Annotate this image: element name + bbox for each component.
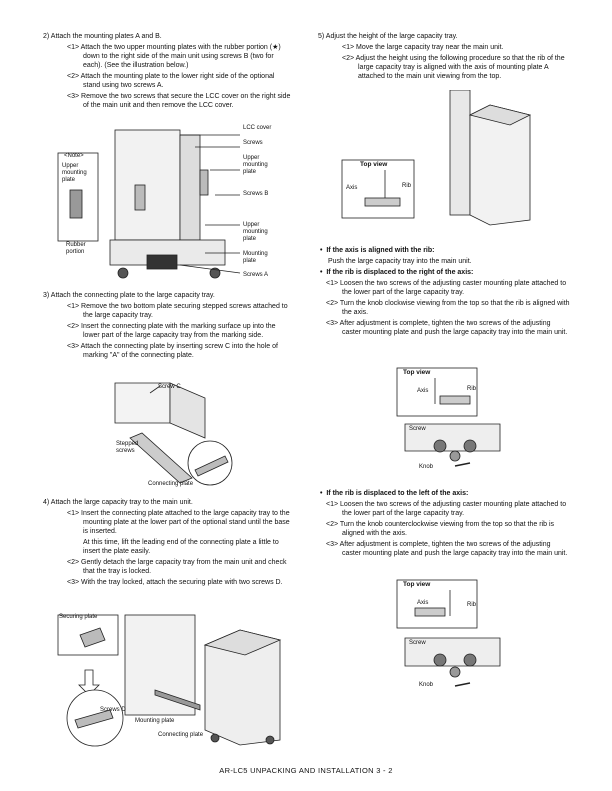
height-adjust-illustration [341,89,532,226]
left-case-heading: • If the rib is displaced to the left of… [320,490,469,497]
label-screws-a: Screws A [243,272,269,278]
step-3-2: <2> Insert the connecting plate with the… [67,323,276,339]
page-footer: AR-LC5 UNPACKING AND INSTALLATION 3 - 2 [219,766,393,775]
label-mounting-plate-2: Mounting plate [135,718,175,724]
step-4-heading: 4) Attach the large capacity tray to the… [43,499,193,506]
step-3-heading: 3) Attach the connecting plate to the la… [43,292,215,299]
label-rib: Rib [402,183,412,189]
label-lcc-cover: LCC cover [243,125,272,131]
label-top-view-2: Top view [403,369,431,376]
figure-height-adjust: Top view Axis Rib [340,89,540,230]
left-case-1: <1> Loosen the two screws of the adjusti… [326,501,567,517]
label-top-view: Top view [360,161,388,168]
label-rubber-portion: Rubber portion [66,242,86,255]
label-connecting-plate-2: Connecting plate [158,732,204,738]
rib-right-illustration [396,367,501,467]
label-screws-d: Screws D [100,707,126,713]
figure-connecting-plate: Screw C Stepped screws Connecting plate [110,378,240,490]
figure-rib-left: Top view Axis Rib Screw Knob [395,578,505,693]
step-4-1: <1> Insert the connecting plate attached… [67,510,290,535]
step-3-1: <1> Remove the two bottom plate securing… [67,303,288,319]
section-5-text: 5) Adjust the height of the large capaci… [318,32,570,83]
label-upper-plate: Upper mounting plate [243,155,268,175]
label-note: <Note> [64,153,84,159]
label-screw-c: Screw C [158,384,181,390]
label-top-view-3: Top view [403,581,431,588]
label-axis-3: Axis [417,600,429,606]
label-note-upper-plate: Upper mounting plate [62,163,87,183]
right-case-3: <3> After adjustment is complete, tighte… [326,320,568,336]
step-2-2: <2> Attach the mounting plate to the low… [67,73,275,89]
figure-rib-right: Top view Axis Rib Screw Knob [395,366,505,474]
right-case-heading: • If the rib is displaced to the right o… [320,269,474,276]
step-4-1-note: At this time, lift the leading end of th… [83,539,279,555]
step-5-1: <1> Move the large capacity tray near th… [342,44,504,51]
label-stepped-screws: Stepped screws [116,441,139,454]
aligned-heading: • If the axis is aligned with the rib: [320,247,435,254]
label-knob: Knob [419,464,434,470]
left-case-2: <2> Turn the knob counterclockwise viewi… [326,521,555,537]
securing-plate-illustration [57,614,282,747]
label-upper-plate-2: Upper mounting plate [243,222,268,242]
label-knob-2: Knob [419,682,434,688]
rib-left-illustration [396,579,501,687]
step-2-3: <3> Remove the two screws that secure th… [67,93,291,109]
section-2-text: 2) Attach the mounting plates A and B. <… [43,32,293,112]
step-4-2: <2> Gently detach the large capacity tra… [67,559,287,575]
step-2-heading: 2) Attach the mounting plates A and B. [43,33,162,40]
mounting-plates-illustration [57,129,241,279]
label-rib-2: Rib [467,386,477,392]
step-5-heading: 5) Adjust the height of the large capaci… [318,33,458,40]
label-rib-3: Rib [467,602,477,608]
figure-mounting-plates: LCC cover Screws <Note> Upper mounting p… [55,125,300,285]
step-5-2: <2> Adjust the height using the followin… [342,55,565,80]
step-2-1: <1> Attach the two upper mounting plates… [67,44,281,69]
section-4-text: 4) Attach the large capacity tray to the… [43,498,293,589]
step-4-3: <3> With the tray locked, attach the sec… [67,579,283,586]
adjust-cases-text: • If the axis is aligned with the rib: P… [318,246,570,339]
right-case-2: <2> Turn the knob clockwise viewing from… [326,300,570,316]
right-case-1: <1> Loosen the two screws of the adjusti… [326,280,567,296]
left-case-text: • If the rib is displaced to the left of… [318,489,570,560]
section-3-text: 3) Attach the connecting plate to the la… [43,291,293,362]
figure-securing-plate: Securing plate Screws D Mounting plate C… [55,610,300,750]
label-screw-2: Screw [409,640,426,646]
label-screws-b: Screws B [243,191,269,197]
label-screws: Screws [243,140,263,146]
label-securing-plate: Securing plate [59,614,98,620]
left-case-3: <3> After adjustment is complete, tighte… [326,541,568,557]
label-connecting-plate: Connecting plate [148,481,194,487]
label-mounting-plate: Mounting plate [243,251,268,264]
aligned-body: Push the large capacity tray into the ma… [328,258,472,265]
step-3-3: <3> Attach the connecting plate by inser… [67,343,278,359]
label-screw: Screw [409,426,426,432]
connecting-plate-illustration [114,382,233,486]
label-axis-2: Axis [417,388,429,394]
label-axis: Axis [346,185,358,191]
